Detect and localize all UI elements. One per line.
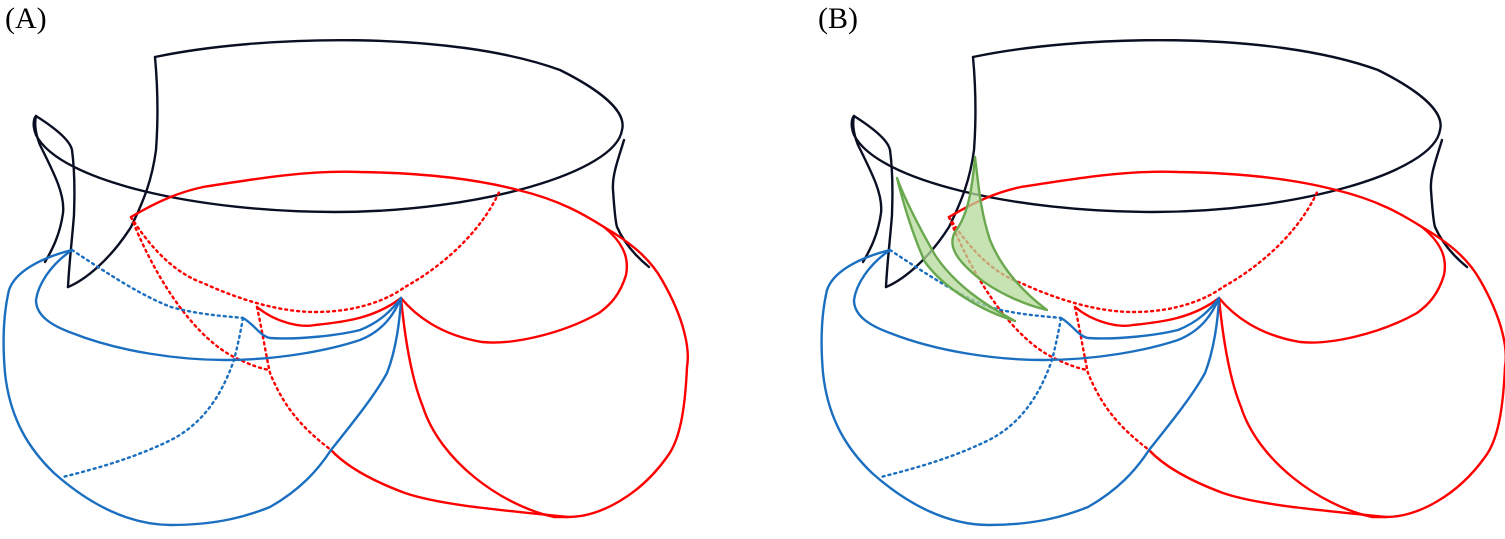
blue-cusp-inner: [852, 248, 1221, 362]
red-coaptation: [1073, 296, 1221, 327]
red-dotted-arc: [947, 188, 1320, 314]
aortic-ring: [850, 38, 1442, 214]
panel-a-diagram: [2, 38, 689, 527]
blue-cusp-inner: [34, 248, 403, 362]
blue-coaptation: [1059, 296, 1221, 340]
red-dotted-2: [129, 215, 272, 372]
red-cusp-outer: [129, 170, 689, 519]
blue-dotted-bottom: [61, 316, 245, 479]
root-wall-left-cusp: [34, 114, 76, 289]
root-wall-left-cusp-outer: [852, 114, 883, 264]
leaflet-extension-2: [951, 155, 1049, 312]
red-commissure-line: [399, 296, 570, 519]
root-wall-left-flap: [66, 55, 159, 289]
blue-dotted-bottom: [879, 316, 1063, 479]
blue-cusp-outer: [2, 248, 403, 527]
red-dotted-3: [255, 305, 333, 452]
red-dotted-arc: [129, 188, 502, 314]
panel-b-diagram: [820, 38, 1505, 527]
root-wall-right: [1429, 138, 1469, 269]
red-cusp-outer: [947, 170, 1505, 519]
red-commissure-line: [1217, 296, 1388, 519]
root-wall-left-cusp: [852, 114, 894, 289]
root-wall-left-cusp-outer: [34, 114, 65, 264]
red-cusp-inner-right: [1217, 225, 1447, 344]
blue-dotted-top: [70, 248, 245, 320]
red-dotted-3: [1073, 305, 1151, 452]
root-wall-right: [611, 138, 651, 269]
blue-coaptation: [241, 296, 403, 340]
red-cusp-inner-right: [399, 225, 629, 344]
leaflet-extension-1: [895, 176, 1017, 323]
aortic-ring: [32, 38, 624, 214]
red-coaptation: [255, 296, 403, 327]
blue-cusp-outer: [820, 248, 1221, 527]
panel-b-label: (B): [818, 2, 858, 35]
panel-a-label: (A): [5, 2, 47, 35]
